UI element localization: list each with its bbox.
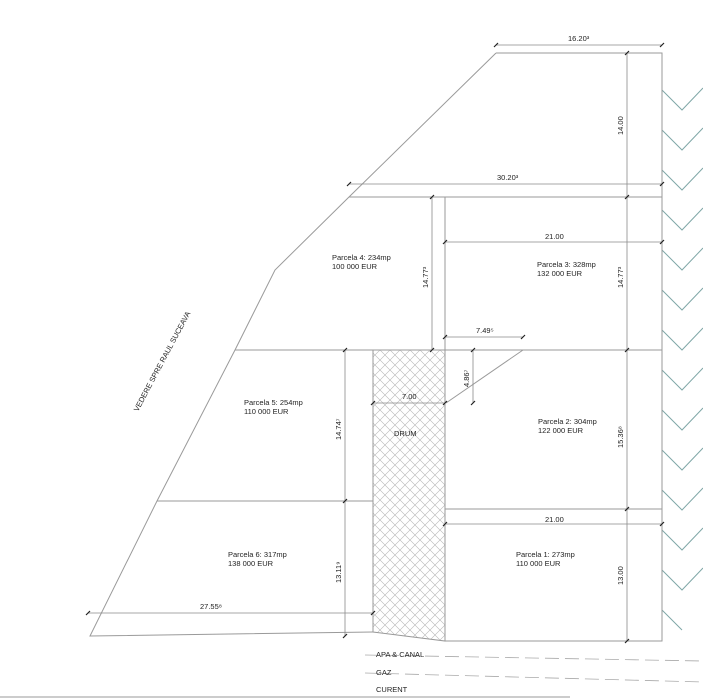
parcel-3[interactable]: Parcela 3: 328mp 132 000 EUR xyxy=(537,260,596,278)
dim-p1-height: 13.00 xyxy=(616,566,625,585)
parcel-5[interactable]: Parcela 5: 254mp 110 000 EUR xyxy=(244,398,303,416)
direction-label: VEDERE SPRE RAUL SUCEAVA xyxy=(132,310,193,413)
road-label: DRUM xyxy=(394,429,417,438)
dim-p3-width: 21.00 xyxy=(545,232,564,241)
dim-p2-height: 15.36⁸ xyxy=(616,426,625,448)
dim-p3-height-right: 14.77³ xyxy=(616,266,625,288)
dim-notch-width: 7.49⁵ xyxy=(476,326,494,335)
river-bank-hatching xyxy=(661,87,703,631)
parcel-price: 110 000 EUR xyxy=(516,559,561,568)
dim-p1-width: 21.00 xyxy=(545,515,564,524)
dim-p3-height-left: 14.77³ xyxy=(421,266,430,288)
utility-lines: APA & CANAL GAZ CURENT xyxy=(0,650,703,698)
dim-road-width: 7.00 xyxy=(402,392,417,401)
parcel-2[interactable]: Parcela 2: 304mp 122 000 EUR xyxy=(538,417,597,435)
utility-gas: GAZ xyxy=(376,668,392,677)
parcel-4[interactable]: Parcela 4: 234mp 100 000 EUR xyxy=(332,253,391,271)
dimension-lines xyxy=(85,42,665,644)
utility-electricity: CURENT xyxy=(376,685,408,694)
parcel-price: 110 000 EUR xyxy=(244,407,289,416)
utility-water-sewer: APA & CANAL xyxy=(376,650,424,659)
parcel-6[interactable]: Parcela 6: 317mp 138 000 EUR xyxy=(228,550,287,568)
parcel-name: Parcela 3: 328mp xyxy=(537,260,596,269)
parcel-name: Parcela 5: 254mp xyxy=(244,398,303,407)
dim-p6-width: 27.55⁸ xyxy=(200,602,222,611)
parcel-price: 138 000 EUR xyxy=(228,559,274,568)
parcel-name: Parcela 4: 234mp xyxy=(332,253,391,262)
parcel-name: Parcela 6: 317mp xyxy=(228,550,287,559)
dim-notch-height: 4.86⁷ xyxy=(462,369,471,387)
parcel-price: 122 000 EUR xyxy=(538,426,584,435)
parcel-name: Parcela 2: 304mp xyxy=(538,417,597,426)
parcel-name: Parcela 1: 273mp xyxy=(516,550,575,559)
dim-top-height: 14.00 xyxy=(616,116,625,135)
parcel-price: 100 000 EUR xyxy=(332,262,378,271)
dim-p5-height: 14.74⁷ xyxy=(334,418,343,440)
parcel-price: 132 000 EUR xyxy=(537,269,583,278)
dim-top-width: 16.20³ xyxy=(568,34,590,43)
parcel-1[interactable]: Parcela 1: 273mp 110 000 EUR xyxy=(516,550,575,568)
dim-total-width: 30.20³ xyxy=(497,173,519,182)
parcel-boundaries xyxy=(89,52,663,642)
dim-p6-height: 13.11⁹ xyxy=(334,562,343,583)
